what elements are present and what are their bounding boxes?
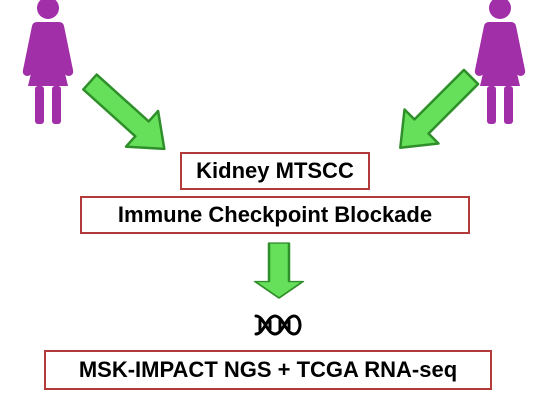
disease-box: Kidney MTSCC: [180, 152, 370, 190]
right-diagonal-arrow-icon: [382, 58, 490, 166]
left-diagonal-arrow-icon: [72, 62, 182, 168]
dna-helix-icon: [254, 314, 302, 336]
right-female-figure-icon: [474, 0, 526, 124]
down-arrow-icon: [253, 241, 305, 300]
sequencing-analysis-box: MSK-IMPACT NGS + TCGA RNA-seq: [44, 350, 492, 390]
treatment-box: Immune Checkpoint Blockade: [80, 196, 470, 234]
left-female-figure-icon: [22, 0, 74, 124]
